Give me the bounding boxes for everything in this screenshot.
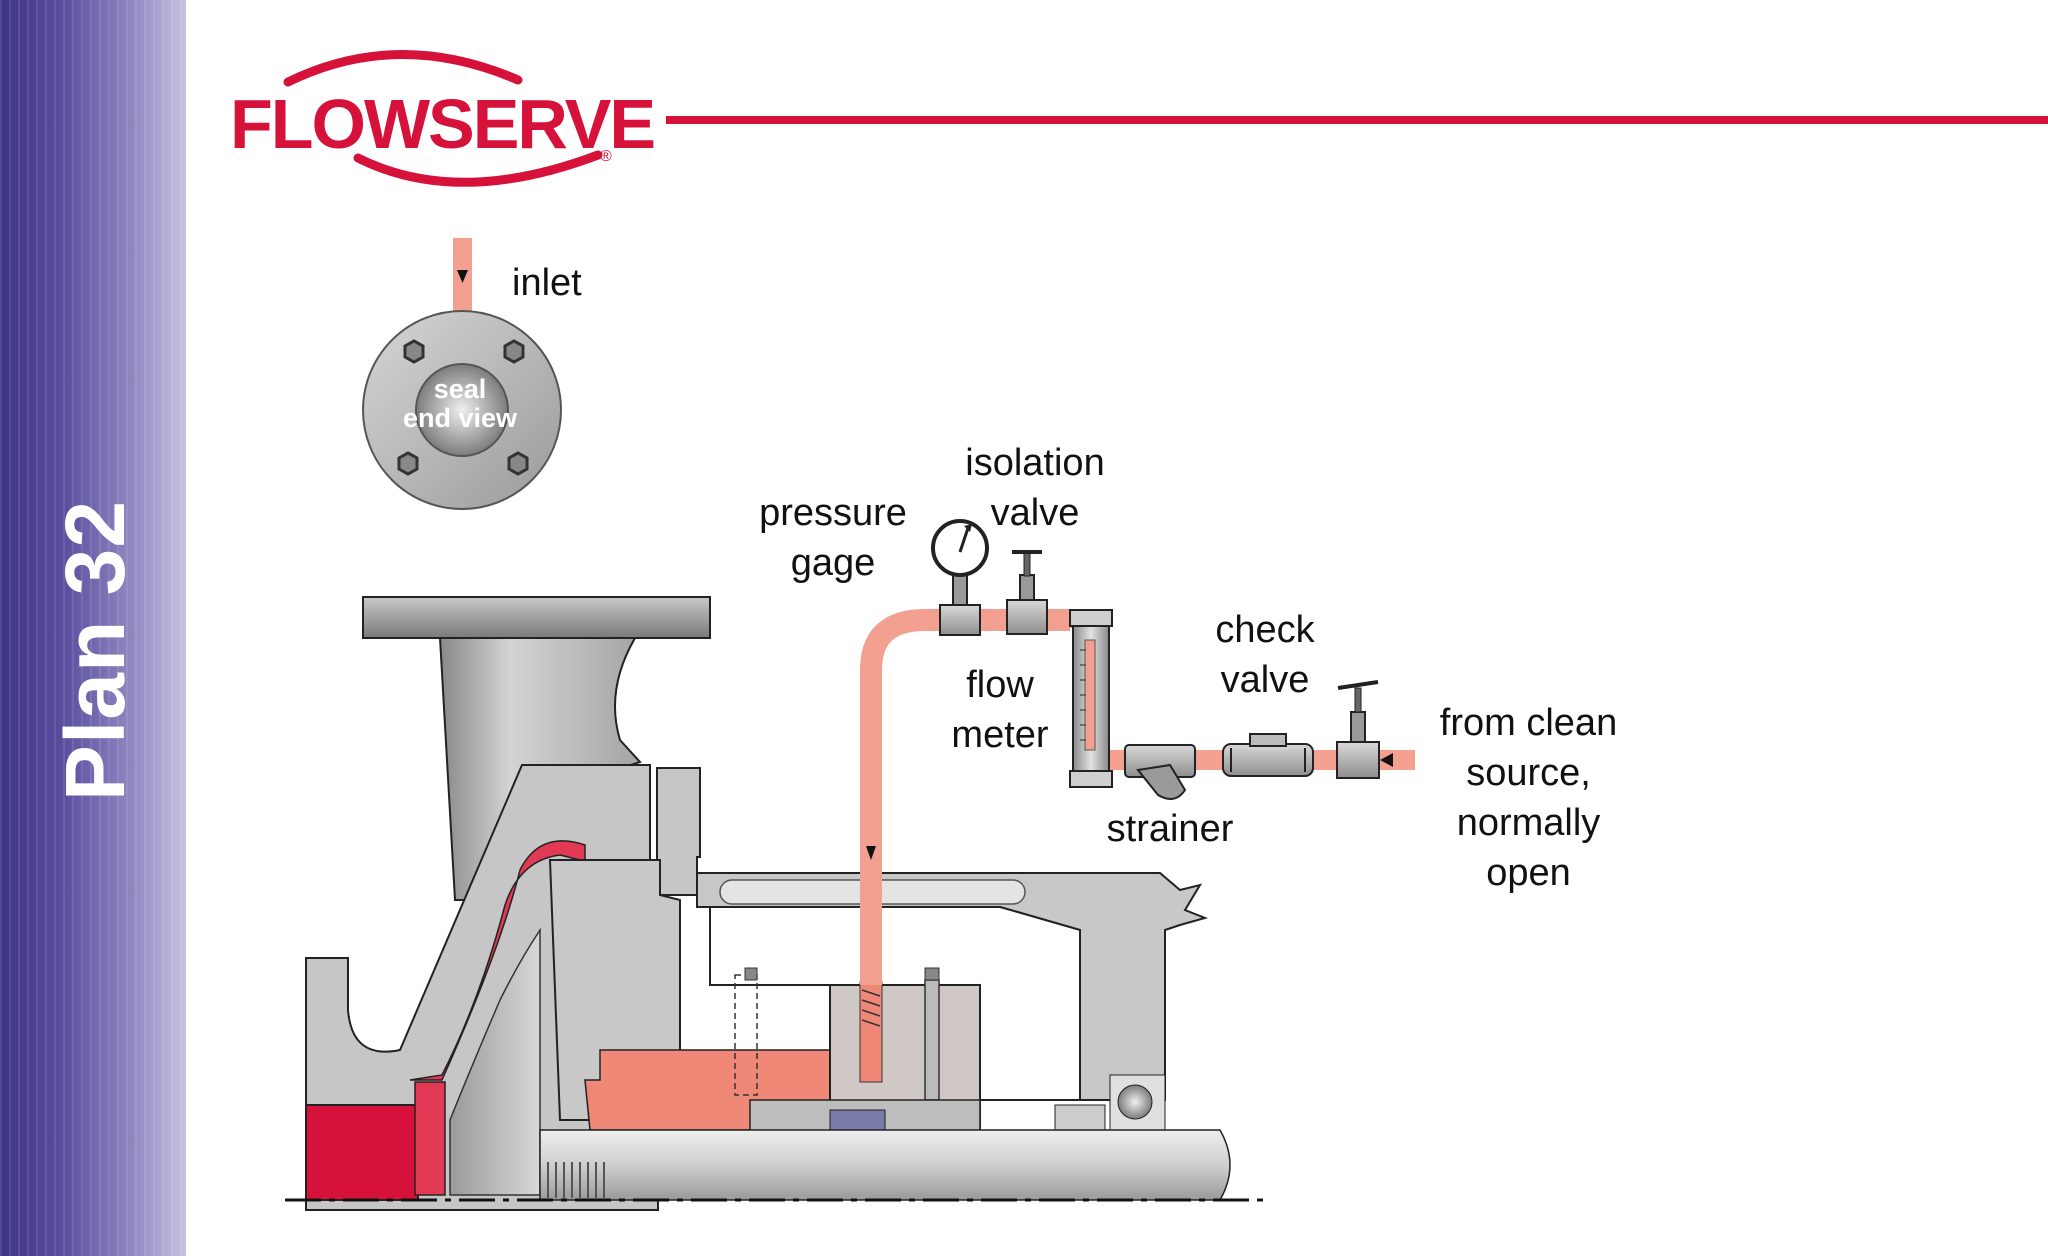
flow-meter-icon [1069,609,1113,788]
stud-nut [744,967,758,981]
shaft-body [539,1129,1231,1201]
seal-label-line-2: end view [402,403,518,433]
bearing-ball [1117,1084,1153,1120]
pressure-gage-label-line-1: pressure [759,492,907,534]
sidebar: Plan 32 [0,0,186,1256]
pressure-gage-icon [931,519,989,636]
source-label-line-3: normally [1456,802,1601,844]
source-label-line-1: from clean [1439,702,1618,744]
isolation-valve-label-line-1: isolation [965,442,1105,484]
source-label: from clean source, normally open [1420,698,1637,898]
inlet-label: inlet [512,262,582,304]
inlet-flow-arrow [457,270,468,283]
bolt-head [924,967,940,981]
header-divider [666,116,2048,124]
discharge-flange [362,596,711,639]
seal-end-view [362,238,562,510]
flow-meter-label-line-2: meter [951,714,1049,756]
sidebar-stripes [0,0,186,1256]
shaft-threads [547,1162,605,1198]
source-valve-icon [1336,680,1380,779]
pressure-gage-label: pressure gage [748,488,918,588]
volute-fluid-lower [414,1081,446,1196]
source-label-line-4: open [1486,852,1571,894]
check-valve-label: check valve [1195,605,1335,705]
logo-registered-mark: ® [600,148,612,165]
flush-port-threads [861,989,881,1027]
logo-wordmark: FLOWSERVE [230,85,656,163]
impeller [449,927,541,1196]
flange-bolts [397,339,529,476]
flowserve-logo: FLOWSERVE ® [228,40,656,200]
isolation-valve-icon [1006,550,1048,635]
pressure-gage-label-line-2: gage [790,542,876,584]
seal-hub [415,363,509,457]
flow-meter-label: flow meter [930,660,1070,760]
suction-fluid [305,1104,419,1201]
flush-pipe-vertical [860,609,1070,985]
flush-port [859,981,883,1083]
strainer-label: strainer [1106,808,1234,850]
isolation-valve-label: isolation valve [950,438,1120,538]
source-flow-arrow [1380,753,1393,767]
flush-piping [860,519,1415,985]
seal-face [829,1109,886,1133]
check-valve-label-line-1: check [1215,609,1315,651]
shaft [285,1129,1265,1202]
flush-flow-arrow [866,846,876,860]
flow-meter-label-line-1: flow [966,664,1034,706]
check-valve-label-line-2: valve [1220,659,1310,701]
gland-bolt [924,979,940,1101]
seal-label-line-1: seal [433,374,487,404]
strainer-icon [1124,744,1196,800]
check-valve-icon [1222,733,1314,777]
seal-end-view-label: seal end view [380,375,540,433]
isolation-valve-label-line-2: valve [990,492,1080,534]
logo-swoosh-graphic [283,50,603,187]
source-label-line-2: source, [1466,752,1591,794]
